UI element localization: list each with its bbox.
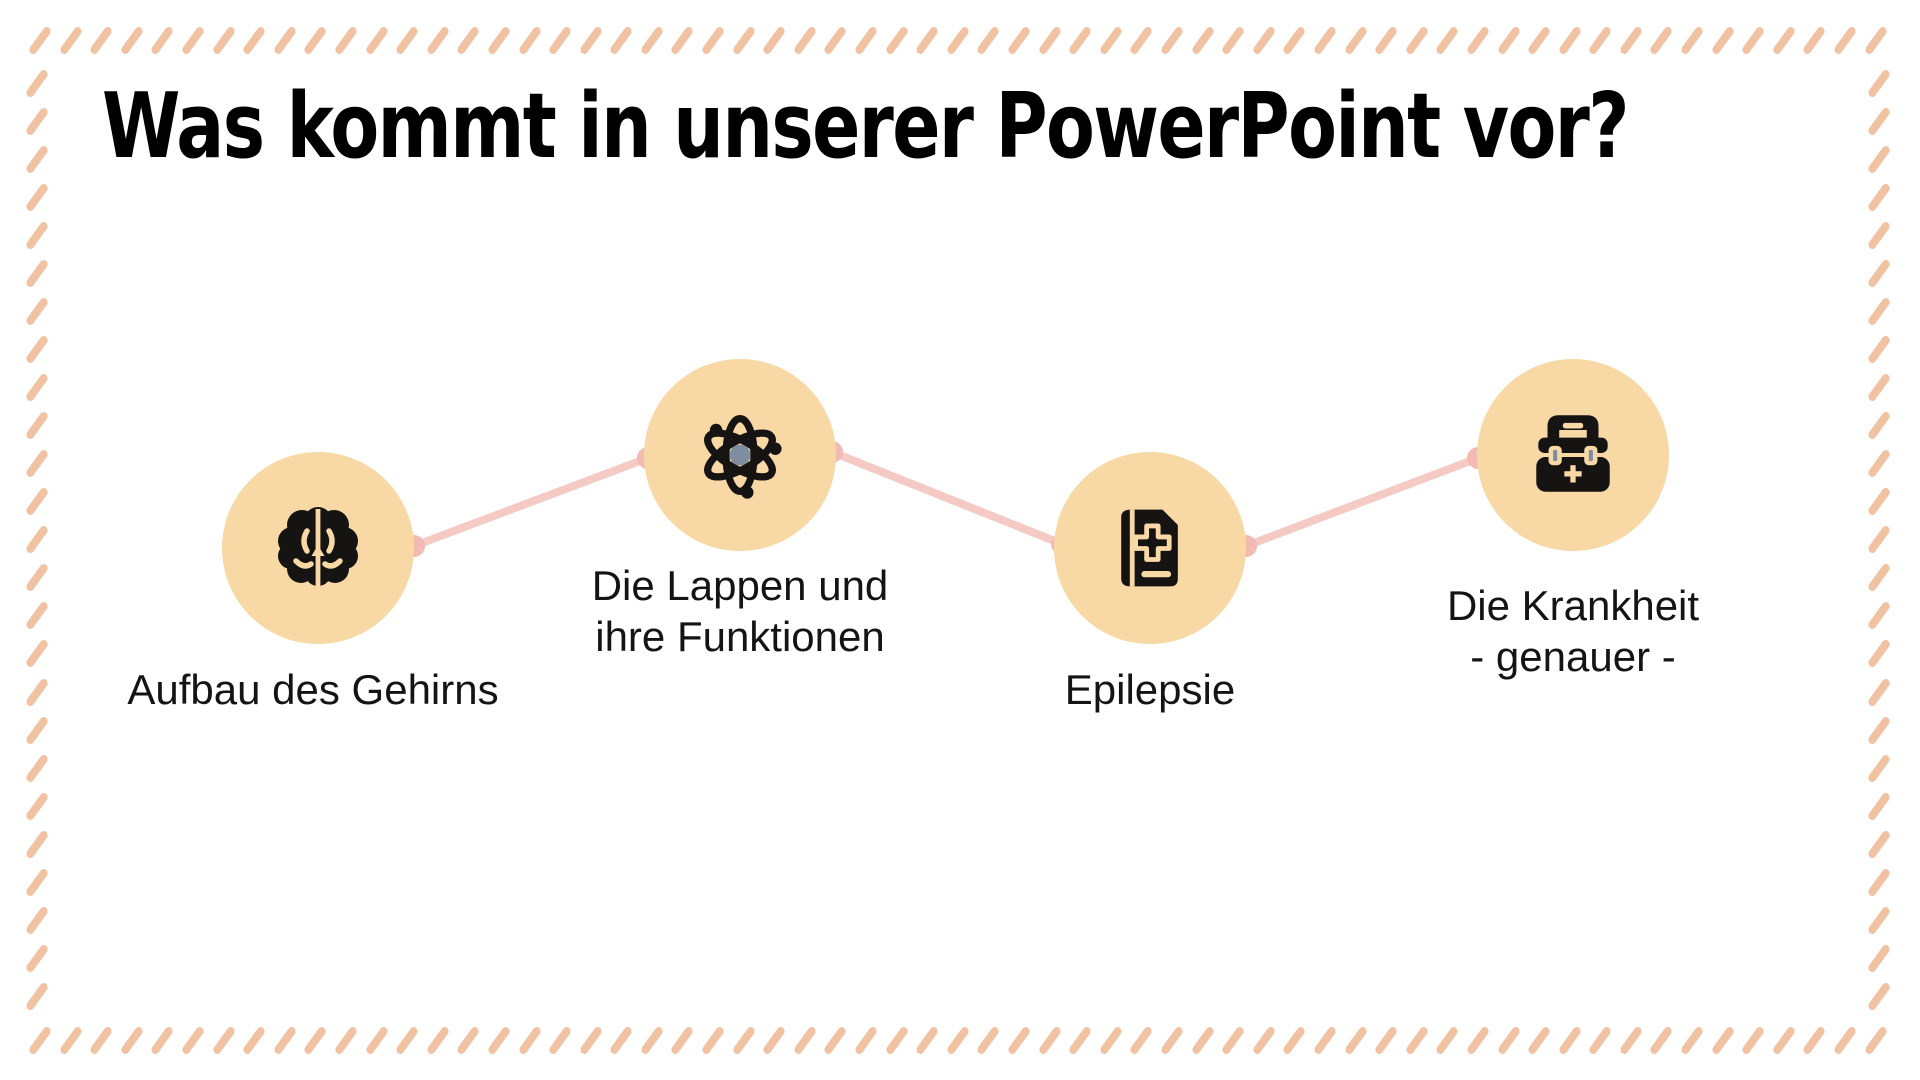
first-aid-kit-icon xyxy=(1536,415,1610,492)
agenda-node-circle-3 xyxy=(1054,452,1246,644)
agenda-node-label-2: Die Lappen und ihre Funktionen xyxy=(591,562,889,661)
atom-icon xyxy=(704,414,782,499)
agenda-node-label-3: Epilepsie xyxy=(1064,666,1236,713)
agenda-node-label-4: Die Krankheit - genauer - xyxy=(1446,582,1700,681)
agenda-node-circle-1 xyxy=(222,452,414,644)
slide-title: Was kommt in unserer PowerPoint vor? xyxy=(102,74,1630,179)
brain-icon xyxy=(278,507,358,587)
agenda-node-circle-2 xyxy=(644,359,836,551)
medical-book-icon xyxy=(1121,509,1178,587)
agenda-node-circle-4 xyxy=(1477,359,1669,551)
agenda-node-label-1: Aufbau des Gehirns xyxy=(127,666,499,713)
